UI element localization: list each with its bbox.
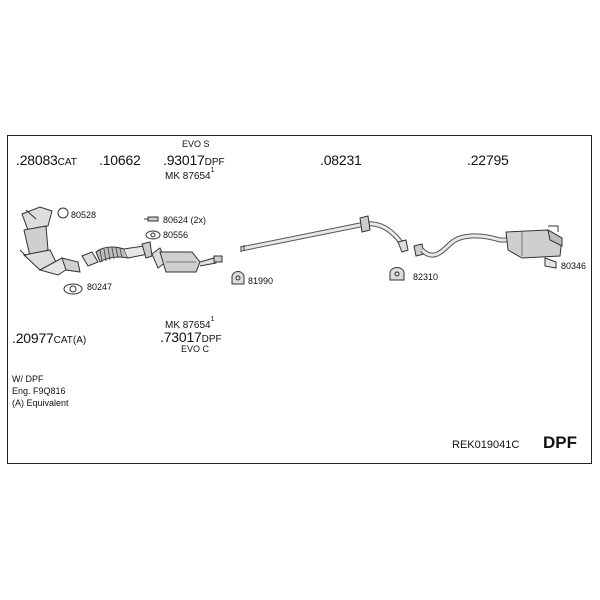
label-80346: 80346	[561, 261, 587, 271]
note-equivalent: (A) Equivalent	[12, 398, 69, 408]
dpf-tag: DPF	[543, 433, 577, 452]
label-80556: 80556	[163, 230, 189, 240]
part-20977: .20977CAT(A)	[12, 330, 87, 346]
label-81990: 81990	[248, 276, 274, 286]
hanger-82310	[389, 267, 405, 281]
label-80528: 80528	[71, 210, 97, 220]
gasket-80556	[145, 230, 161, 240]
gasket-80528	[57, 207, 69, 219]
rear-muffler-drawing	[413, 225, 563, 269]
middle-pipe-drawing	[240, 215, 409, 253]
catalytic-converter-drawing	[19, 206, 81, 276]
reference-code: REK019041C	[452, 439, 520, 451]
label-82310: 82310	[413, 272, 439, 282]
dpf-unit-drawing	[151, 247, 223, 273]
note-dpf: W/ DPF	[12, 374, 44, 384]
diagram-frame	[7, 135, 592, 464]
kit-87654-bottom: MK 876541	[165, 316, 215, 331]
hanger-81990	[231, 271, 245, 285]
part-10662: .10662	[99, 152, 141, 168]
evo-c-note: EVO C	[181, 344, 210, 354]
flex-pipe-drawing	[81, 241, 153, 267]
part-08231: .08231	[320, 152, 362, 168]
label-80247: 80247	[87, 282, 113, 292]
gasket-80247	[63, 283, 83, 295]
evo-s-note: EVO S	[182, 139, 210, 149]
kit-87654-top: MK 876541	[165, 167, 215, 182]
label-80624: 80624 (2x)	[163, 215, 207, 225]
part-93017: .93017DPF	[163, 152, 225, 168]
part-73017: .73017DPF	[160, 329, 222, 345]
clamp-bolt-80624	[144, 216, 159, 222]
note-engine: Eng. F9Q816	[12, 386, 66, 396]
part-22795: .22795	[467, 152, 509, 168]
part-28083: .28083CAT	[16, 152, 77, 168]
